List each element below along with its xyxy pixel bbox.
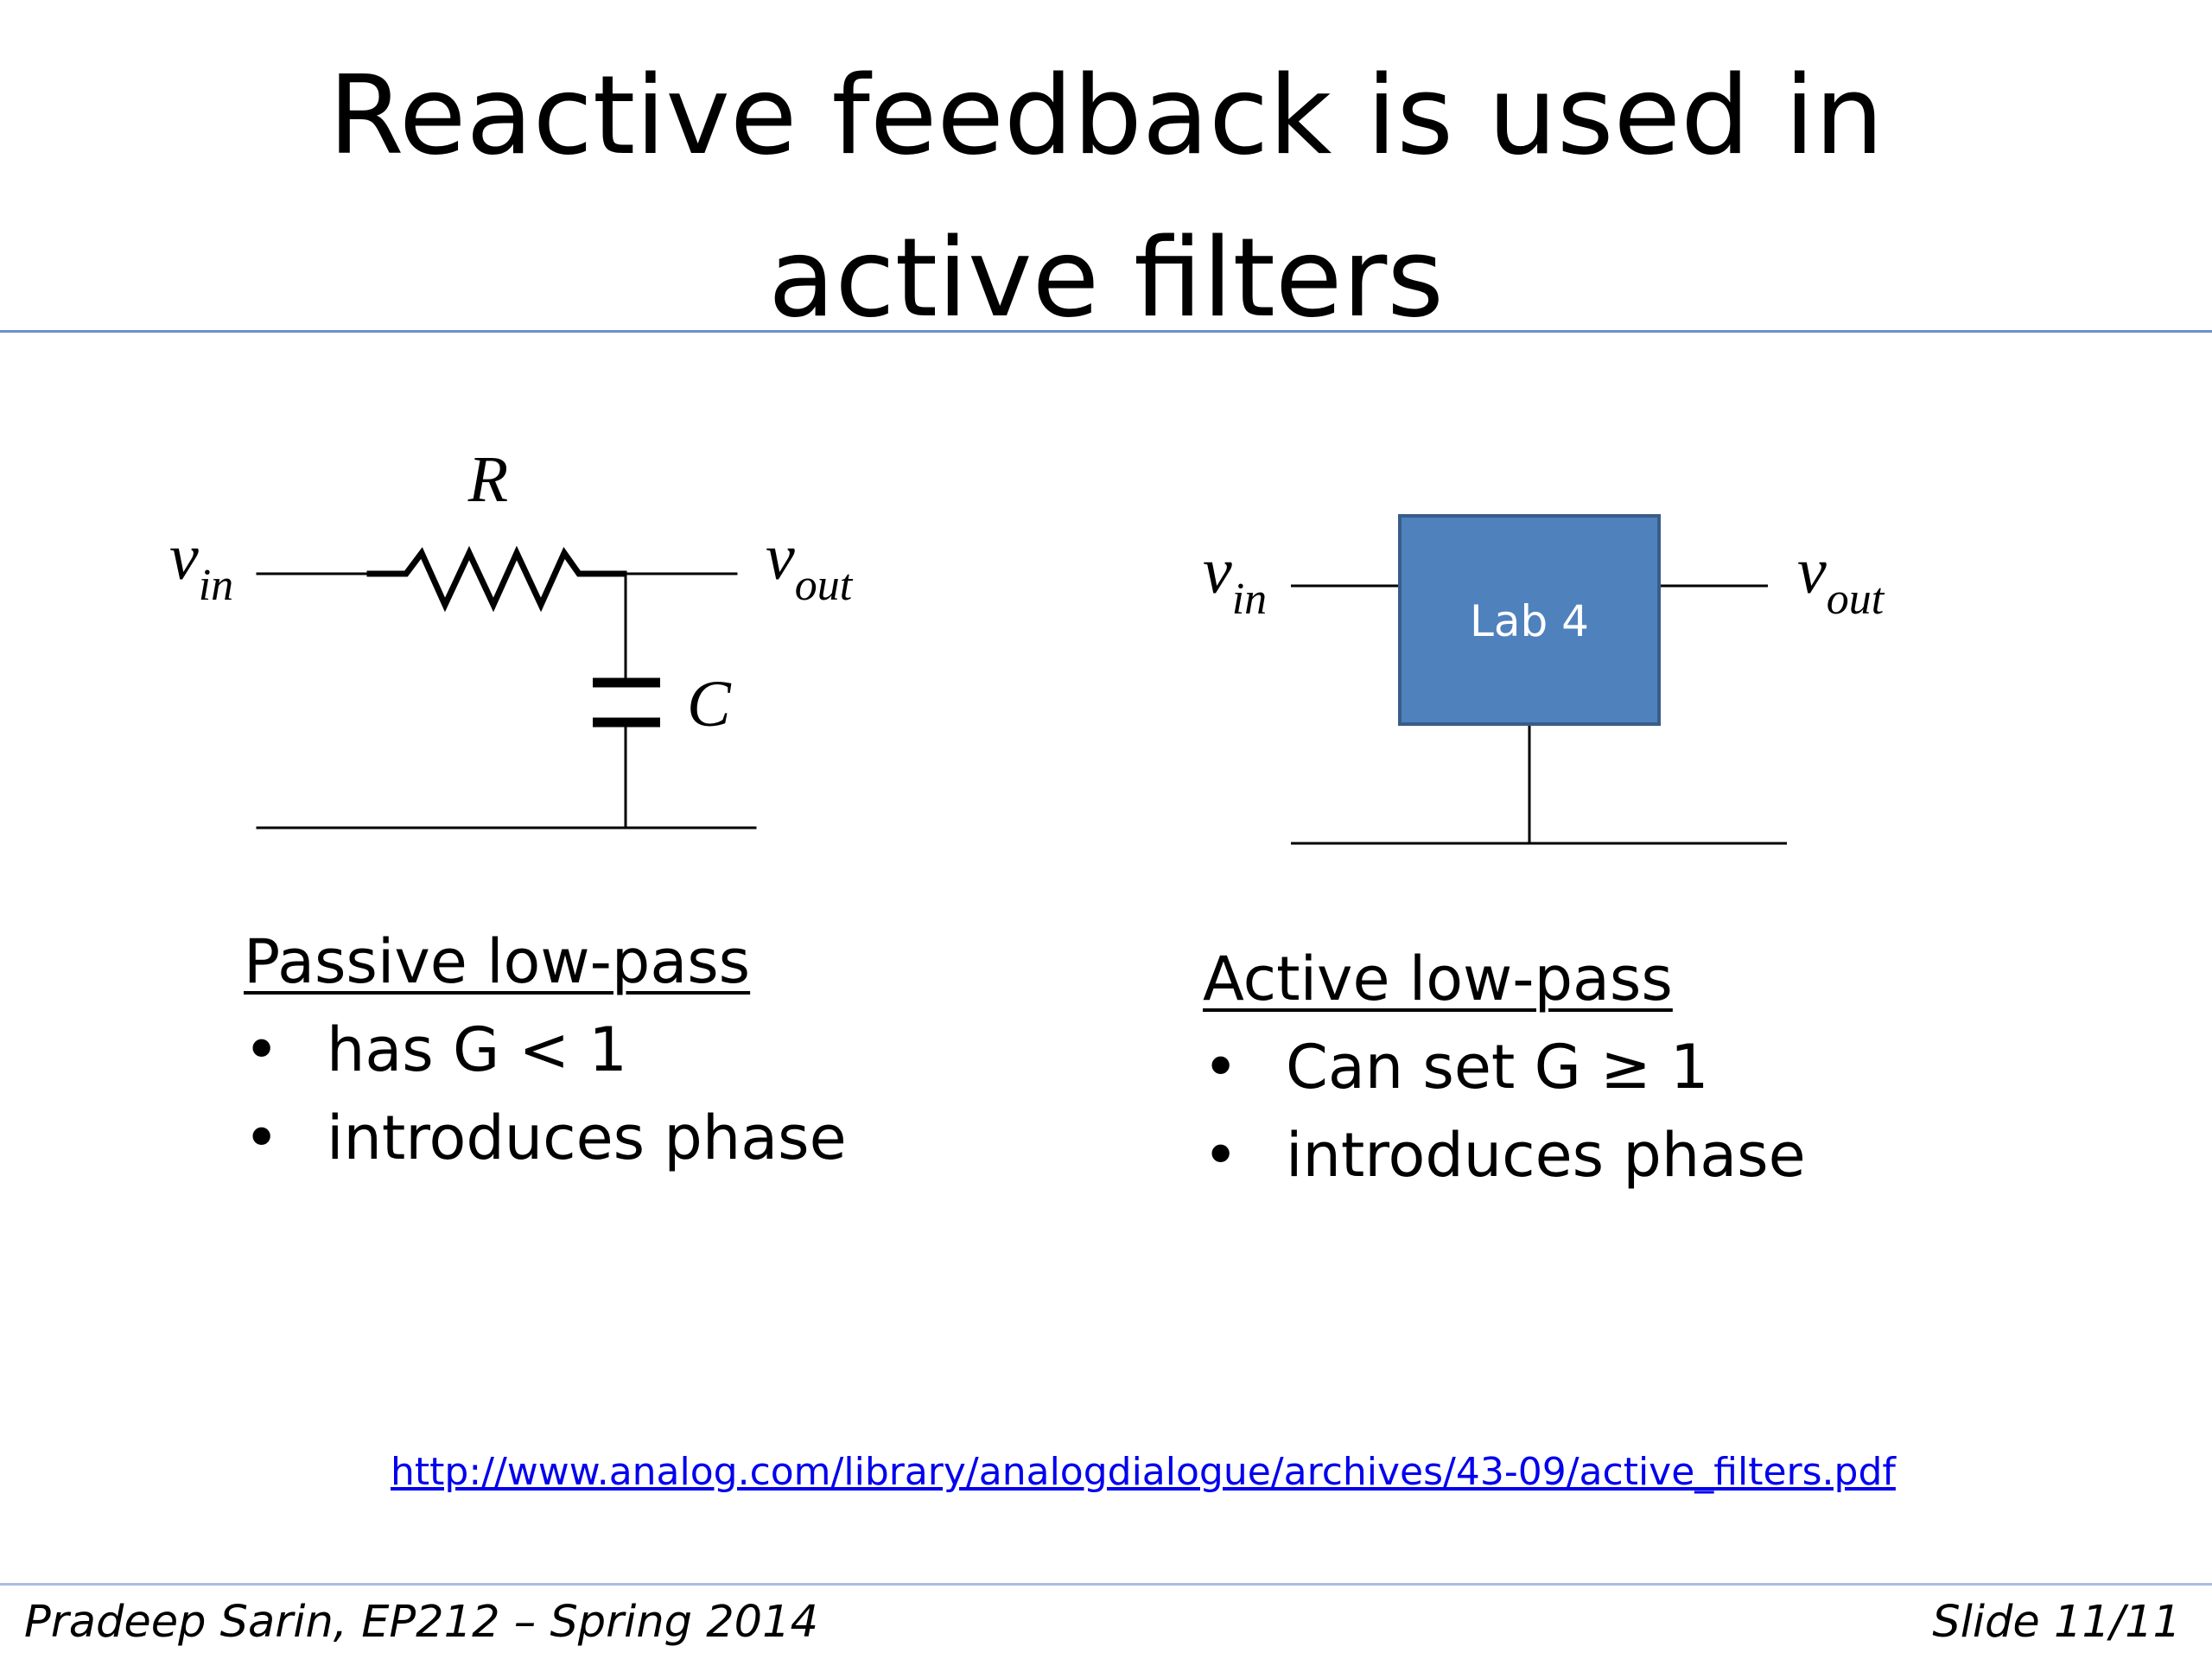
slide-title: Reactive feedback is used in active filt… — [0, 35, 2212, 359]
lab4-block-label: Lab 4 — [1470, 596, 1589, 646]
active-vin-label: vin — [1203, 535, 1267, 624]
bullet-glyph: • — [1203, 1032, 1239, 1103]
passive-vin-label: vin — [169, 521, 233, 610]
footer-divider — [0, 1583, 2212, 1586]
title-divider — [0, 330, 2212, 333]
lab4-block — [1398, 514, 1661, 726]
active-bullet-list: • Can set G ≥ 1 • introduces phase — [1203, 1023, 1806, 1199]
passive-vout-label: vout — [766, 521, 854, 610]
list-item: • introduces phase — [244, 1094, 847, 1182]
bullet-text: introduces phase — [1286, 1120, 1806, 1191]
capacitor-label: C — [687, 668, 732, 741]
title-line-2: active filters — [768, 214, 1444, 341]
bullet-text: introduces phase — [327, 1103, 847, 1173]
passive-caption: Passive low-pass • has G < 1 • introduce… — [244, 918, 847, 1182]
title-line-1: Reactive feedback is used in — [328, 52, 1884, 179]
active-caption: Active low-pass • Can set G ≥ 1 • introd… — [1203, 935, 1806, 1199]
passive-rc-circuit — [256, 545, 757, 830]
bullet-text: Can set G ≥ 1 — [1286, 1032, 1709, 1103]
list-item: • introduces phase — [1203, 1111, 1806, 1199]
passive-bullet-list: • has G < 1 • introduces phase — [244, 1006, 847, 1182]
resistor-symbol — [366, 545, 627, 613]
bullet-text: has G < 1 — [327, 1014, 627, 1085]
reference-link[interactable]: http://www.analog.com/library/analogdial… — [391, 1450, 1896, 1494]
list-item: • has G < 1 — [244, 1006, 847, 1094]
list-item: • Can set G ≥ 1 — [1203, 1023, 1806, 1111]
slide-number: Slide 11/11 — [1932, 1597, 2181, 1648]
active-vout-label: vout — [1797, 535, 1885, 624]
resistor-label: R — [467, 443, 508, 516]
passive-caption-heading: Passive low-pass — [244, 926, 751, 997]
bullet-glyph: • — [1203, 1120, 1239, 1191]
active-block-circuit — [1291, 584, 1787, 845]
bullet-glyph: • — [244, 1103, 280, 1173]
bullet-glyph: • — [244, 1014, 280, 1085]
footer-author: Pradeep Sarin, EP212 – Spring 2014 — [24, 1597, 819, 1648]
active-caption-heading: Active low-pass — [1203, 944, 1673, 1014]
